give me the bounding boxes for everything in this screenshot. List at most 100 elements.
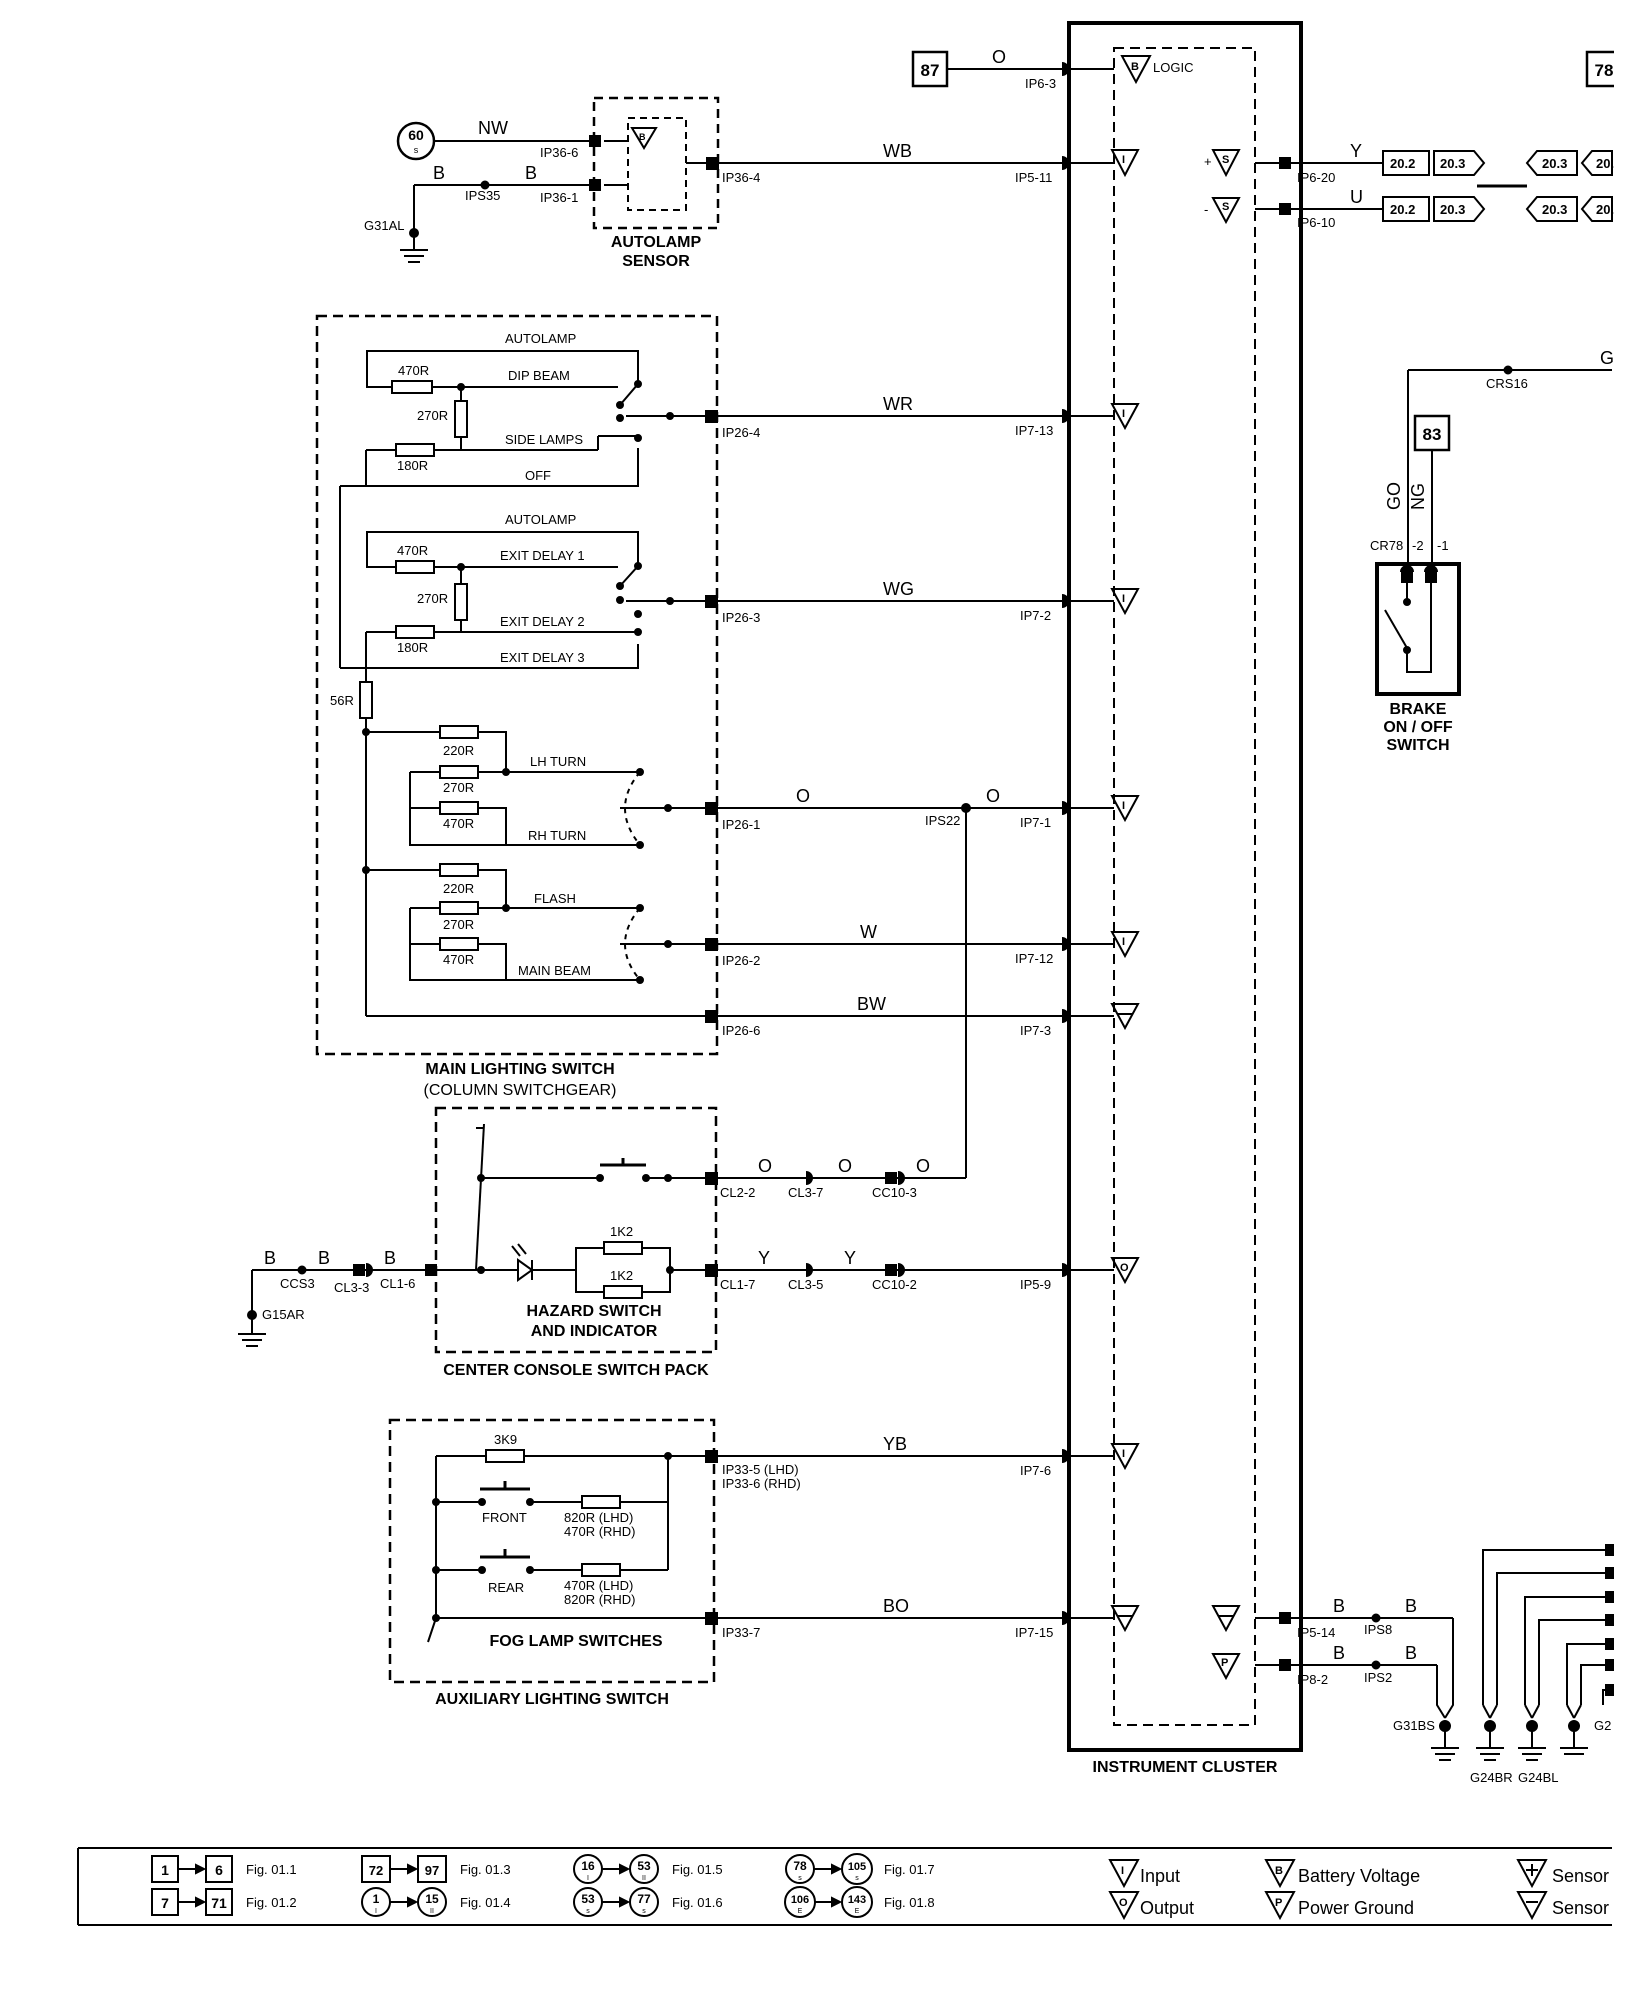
conn-ips8: IPS8 bbox=[1364, 1622, 1392, 1637]
conn-ip5-11: IP5-11 bbox=[1015, 170, 1052, 185]
svg-text:1: 1 bbox=[161, 1862, 169, 1878]
pos-flash: FLASH bbox=[534, 891, 576, 906]
output-symbol-ip5-9: O bbox=[1120, 1262, 1129, 1274]
res-1k2-1: 1K2 bbox=[610, 1224, 633, 1239]
svg-text:P: P bbox=[1275, 1897, 1282, 1909]
conn-ip7-15: IP7-15 bbox=[1015, 1625, 1053, 1640]
svg-text:s: s bbox=[798, 1875, 802, 1882]
conn-cl3-7: CL3-7 bbox=[788, 1185, 823, 1200]
res-820r-rhd: 820R (RHD) bbox=[564, 1592, 636, 1607]
xref-20-2-top: 20.2 bbox=[1390, 156, 1415, 171]
xref-20-3-right-bottom: 20.3 bbox=[1542, 202, 1567, 217]
legend-row2-item3: 53 s 77 s Fig. 01.6 bbox=[573, 1887, 723, 1917]
svg-text:77: 77 bbox=[637, 1892, 651, 1906]
svg-text:E: E bbox=[798, 1908, 803, 1915]
svg-text:78: 78 bbox=[793, 1859, 807, 1873]
sensor-battery-symbol: B bbox=[639, 132, 646, 142]
res-470r-rhd: 470R (RHD) bbox=[564, 1524, 636, 1539]
conn-ip6-20: IP6-20 bbox=[1297, 170, 1335, 185]
wire-b-ccs3-2: B bbox=[318, 1248, 330, 1268]
svg-text:B: B bbox=[1275, 1865, 1283, 1877]
svg-text:72: 72 bbox=[369, 1863, 383, 1878]
pos-side-lamps: SIDE LAMPS bbox=[505, 432, 583, 447]
wire-bw: BW bbox=[857, 994, 886, 1014]
pos-rear: REAR bbox=[488, 1580, 524, 1595]
wire-yb: YB bbox=[883, 1434, 907, 1454]
legend-output: Output bbox=[1140, 1898, 1194, 1918]
wire-b-cl1-6: B bbox=[384, 1248, 396, 1268]
conn-ips35: IPS35 bbox=[465, 188, 500, 203]
wire-wb: WB bbox=[883, 141, 912, 161]
svg-text:+: + bbox=[1204, 154, 1212, 169]
conn-cr78: CR78 bbox=[1370, 538, 1403, 553]
conn-cl3-3: CL3-3 bbox=[334, 1280, 369, 1295]
conn-ip7-12: IP7-12 bbox=[1015, 951, 1053, 966]
conn-ip33-7: IP33-7 bbox=[722, 1625, 760, 1640]
svg-text:53: 53 bbox=[637, 1859, 651, 1873]
wire-o-cc10-3: O bbox=[916, 1156, 930, 1176]
svg-text:16: 16 bbox=[581, 1859, 595, 1873]
svg-text:s: s bbox=[642, 1908, 646, 1915]
main-switch-label-2: (COLUMN SWITCHGEAR) bbox=[424, 1082, 617, 1099]
wire-b-ccs3-1: B bbox=[264, 1248, 276, 1268]
svg-text:Fig. 01.3: Fig. 01.3 bbox=[460, 1862, 511, 1877]
wire-y-cl1-7: Y bbox=[758, 1248, 770, 1268]
res-3k9: 3K9 bbox=[494, 1432, 517, 1447]
conn-ccs3: CCS3 bbox=[280, 1276, 315, 1291]
res-56r: 56R bbox=[330, 693, 354, 708]
conn-ip26-6: IP26-6 bbox=[722, 1023, 760, 1038]
input-symbol-ip7-12: I bbox=[1122, 936, 1125, 948]
main-switch-wires: WR IP7-13 I WG IP7-2 I O O IPS22 IP7-1 I… bbox=[717, 394, 1140, 1178]
pos-exit-delay-2: EXIT DELAY 2 bbox=[500, 614, 585, 629]
res-470r-lhd: 470R (LHD) bbox=[564, 1578, 633, 1593]
svg-text:Fig. 01.4: Fig. 01.4 bbox=[460, 1895, 511, 1910]
svg-text:106: 106 bbox=[791, 1894, 809, 1906]
battery-symbol: B bbox=[1131, 61, 1139, 73]
hazard-wires: O CL3-7 O CC10-3 O Y CL3-5 Y CC10-2 IP5-… bbox=[238, 1156, 1140, 1347]
conn-ip33-6: IP33-6 (RHD) bbox=[722, 1476, 801, 1491]
input-symbol-ip7-2: I bbox=[1122, 593, 1125, 605]
wire-b-ip8-2-1: B bbox=[1333, 1643, 1345, 1663]
legend-row2-item4: 106 E 143 E Fig. 01.8 bbox=[784, 1886, 935, 1918]
pos-autolamp-2: AUTOLAMP bbox=[505, 512, 576, 527]
pos-front: FRONT bbox=[482, 1510, 527, 1525]
wire-b-sensor-1: B bbox=[433, 163, 445, 183]
legend-row1-item3: 16 I 53 II Fig. 01.5 bbox=[573, 1854, 723, 1884]
fog-lamp-switches-label: FOG LAMP SWITCHES bbox=[489, 1633, 662, 1650]
ref-87-circuit: 87 O IP6-3 B LOGIC bbox=[911, 47, 1193, 91]
svg-text:53: 53 bbox=[581, 1892, 595, 1906]
legend-power: Power Ground bbox=[1298, 1898, 1414, 1918]
conn-ip26-2: IP26-2 bbox=[722, 953, 760, 968]
brake-label-3: SWITCH bbox=[1386, 737, 1449, 754]
hazard-label-1: HAZARD SWITCH bbox=[526, 1303, 661, 1320]
ref-60: 60 bbox=[408, 127, 424, 143]
wire-nw: NW bbox=[478, 118, 508, 138]
center-console-switch-pack: CENTER CONSOLE SWITCH PACK CL2-2 1K2 1K2… bbox=[434, 1106, 755, 1379]
wire-b-ip5-14-2: B bbox=[1405, 1596, 1417, 1616]
conn-ips2: IPS2 bbox=[1364, 1670, 1392, 1685]
instrument-cluster-label: INSTRUMENT CLUSTER bbox=[1093, 1759, 1278, 1776]
conn-ip5-14: IP5-14 bbox=[1297, 1625, 1335, 1640]
svg-text:6: 6 bbox=[215, 1862, 223, 1878]
legend-input: Input bbox=[1140, 1866, 1180, 1886]
res-270r-1: 270R bbox=[417, 408, 448, 423]
brake-label-2: ON / OFF bbox=[1383, 719, 1453, 736]
cluster-grounds: B B IP5-14 IPS8 P B B IP8-2 IPS2 G31BS G… bbox=[1211, 1544, 1615, 1785]
res-470r-1: 470R bbox=[398, 363, 429, 378]
svg-text:s: s bbox=[586, 1908, 590, 1915]
aux-wires: YB IP7-6 I BO IP7-15 bbox=[717, 1434, 1140, 1640]
ground-g24br-label: G24BR bbox=[1470, 1770, 1513, 1785]
conn-ip26-1: IP26-1 bbox=[722, 817, 760, 832]
wire-u-sensor: U bbox=[1350, 187, 1363, 207]
svg-text:Fig. 01.8: Fig. 01.8 bbox=[884, 1895, 935, 1910]
conn-ip7-3: IP7-3 bbox=[1020, 1023, 1051, 1038]
conn-cc10-2: CC10-2 bbox=[872, 1277, 917, 1292]
conn-cl3-5: CL3-5 bbox=[788, 1277, 823, 1292]
power-ground-symbol: P bbox=[1221, 1657, 1228, 1669]
legend-battery: Battery Voltage bbox=[1298, 1866, 1420, 1886]
conn-ip26-3: IP26-3 bbox=[722, 610, 760, 625]
wire-b-ip5-14-1: B bbox=[1333, 1596, 1345, 1616]
wire-o-ip7-1: O bbox=[986, 786, 1000, 806]
ground-g31al-icon bbox=[400, 237, 428, 263]
wire-y-sensor: Y bbox=[1350, 141, 1362, 161]
